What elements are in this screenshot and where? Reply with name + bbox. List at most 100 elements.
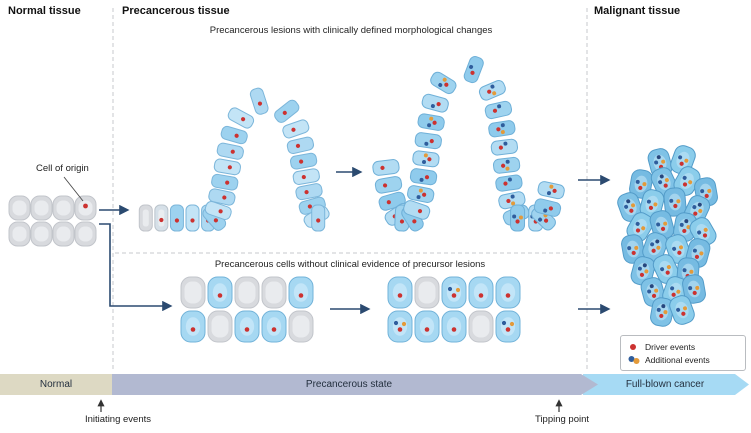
cell	[468, 276, 494, 309]
timeline-segment-cancer	[583, 374, 749, 395]
cell-of-origin-label: Cell of origin	[36, 163, 89, 174]
cell	[387, 310, 413, 343]
cell	[185, 204, 200, 232]
timeline-segment-precancerous	[112, 374, 598, 395]
cell	[234, 310, 260, 343]
precancerous-lesion-early	[138, 87, 330, 232]
cell	[154, 204, 169, 232]
cell	[207, 276, 233, 309]
cell	[414, 276, 440, 309]
cell	[463, 56, 484, 84]
legend: Driver events Additional events	[620, 335, 746, 371]
driver-event-icon	[630, 343, 636, 350]
cell	[414, 132, 442, 150]
legend-label-additional: Additional events	[645, 354, 710, 365]
cell	[234, 276, 260, 309]
cell	[74, 195, 97, 221]
cell	[8, 195, 31, 221]
malignant-tumour-cells	[617, 145, 718, 327]
cell	[289, 152, 318, 170]
cell	[417, 113, 445, 131]
cell	[30, 221, 53, 247]
cell	[490, 138, 518, 156]
cell	[669, 295, 695, 325]
cell	[227, 107, 255, 129]
timeline-label-cancer: Full-blown cancer	[625, 379, 705, 390]
cell	[665, 234, 691, 264]
cell	[288, 276, 314, 309]
cell	[311, 204, 326, 232]
cell	[374, 176, 403, 194]
cell	[261, 276, 287, 309]
cell	[510, 204, 526, 232]
caption-lesions: Precancerous lesions with clinically def…	[209, 25, 493, 36]
cell	[286, 136, 315, 155]
cell	[216, 142, 244, 160]
cell	[468, 310, 494, 343]
arrow-normal-to-cells	[99, 223, 173, 312]
cell	[169, 204, 184, 232]
cell	[292, 168, 320, 185]
caption-no-lesions: Precancerous cells without clinical evid…	[214, 259, 486, 270]
additional-event-icon	[628, 355, 640, 364]
cell	[213, 158, 241, 176]
cell	[430, 71, 457, 95]
cell	[30, 195, 53, 221]
precancerous-cells-advanced	[387, 276, 521, 343]
cell	[180, 310, 206, 343]
timeline-segment-normal	[0, 374, 112, 395]
cell	[673, 212, 697, 242]
cell	[180, 276, 206, 309]
cell	[414, 310, 440, 343]
legend-item-driver-events: Driver events	[627, 340, 739, 353]
cell	[207, 310, 233, 343]
cell	[52, 195, 75, 221]
cell	[274, 99, 300, 123]
cell	[492, 156, 521, 174]
cell	[288, 310, 314, 343]
cell	[652, 254, 680, 284]
cell	[407, 185, 435, 203]
cell	[621, 234, 645, 264]
section-title-malignant: Malignant tissue	[594, 5, 681, 17]
cell	[8, 221, 31, 247]
additional-event-dot-orange	[633, 357, 640, 364]
cell	[249, 87, 269, 115]
cell	[261, 310, 287, 343]
cell	[441, 310, 467, 343]
cell	[403, 200, 431, 220]
cell	[537, 181, 565, 200]
cell	[204, 200, 232, 220]
cell	[421, 93, 449, 113]
cell	[138, 204, 153, 232]
cell	[409, 168, 438, 186]
cell	[282, 119, 310, 139]
cell	[495, 276, 521, 309]
section-title-normal: Normal tissue	[8, 5, 81, 17]
initiating-events-label: Initiating events	[84, 414, 152, 425]
cell	[495, 174, 523, 192]
cell	[412, 150, 440, 168]
tipping-point-label: Tipping point	[534, 414, 590, 425]
cell	[478, 80, 506, 101]
cell	[495, 310, 521, 343]
legend-item-additional-events: Additional events	[627, 353, 739, 366]
cell	[626, 212, 654, 242]
normal-tissue-cells	[8, 195, 97, 247]
timeline-label-normal: Normal	[39, 379, 73, 390]
cell	[682, 274, 706, 304]
cell	[52, 221, 75, 247]
cell	[220, 125, 248, 145]
precancerous-lesion-advanced	[372, 56, 565, 232]
section-title-precancerous: Precancerous tissue	[122, 5, 230, 17]
cell	[295, 183, 323, 201]
legend-label-driver: Driver events	[645, 341, 696, 352]
cell	[488, 120, 516, 138]
cell	[650, 297, 674, 327]
cell	[533, 198, 562, 217]
cell	[441, 276, 467, 309]
cell	[642, 232, 668, 262]
cell-of-origin-leader-line	[63, 176, 84, 202]
